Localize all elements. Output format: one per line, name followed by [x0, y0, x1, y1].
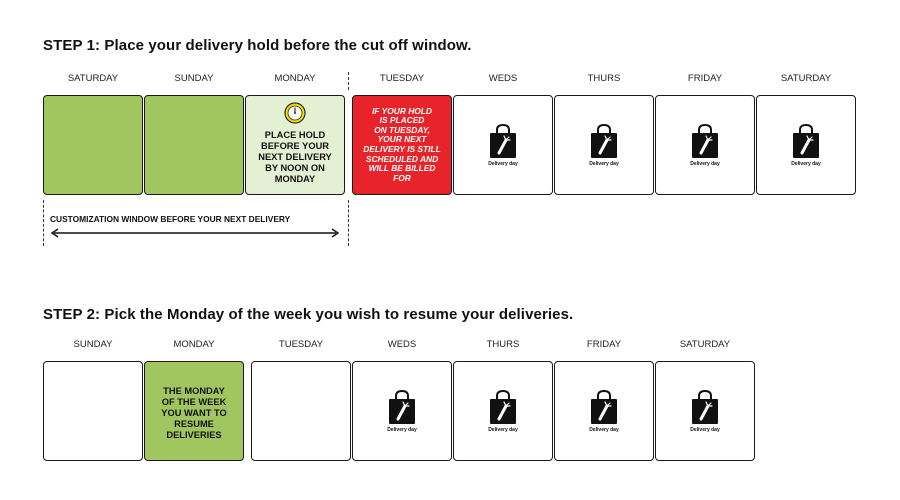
step2-day-friday: FRIDAY — [586, 339, 622, 350]
resume-monday-note: THE MONDAY OF THE WEEK YOU WANT TO RESUM… — [161, 386, 227, 440]
step1-cell-tuesday: IF YOUR HOLD IS PLACED ON TUESDAY, YOUR … — [352, 95, 452, 195]
cutoff-divider-top — [348, 72, 349, 90]
delivery-bag-icon — [793, 123, 819, 158]
clock-icon — [284, 102, 306, 124]
delivery-bag-icon — [692, 389, 718, 424]
step1-cell-saturday-2: Delivery day — [756, 95, 856, 195]
step2-cell-tuesday — [251, 361, 351, 461]
step2-day-thurs: THURS — [486, 339, 520, 350]
delivery-day-label: Delivery day — [791, 161, 821, 167]
step1-cell-monday: PLACE HOLD BEFORE YOUR NEXT DELIVERY BY … — [245, 95, 345, 195]
step2-cell-monday: THE MONDAY OF THE WEEK YOU WANT TO RESUM… — [144, 361, 244, 461]
delivery-bag-icon — [490, 389, 516, 424]
delivery-bag-icon — [692, 123, 718, 158]
delivery-day-label: Delivery day — [690, 161, 720, 167]
step2-cell-sunday — [43, 361, 143, 461]
step1-day-sunday: SUNDAY — [174, 73, 214, 84]
step1-cell-sunday — [144, 95, 244, 195]
step1-day-friday: FRIDAY — [687, 73, 723, 84]
step2-cell-weds: Delivery day — [352, 361, 452, 461]
monday-hold-note: PLACE HOLD BEFORE YOUR NEXT DELIVERY BY … — [258, 130, 332, 184]
step2-cell-saturday: Delivery day — [655, 361, 755, 461]
step1-day-thurs: THURS — [587, 73, 621, 84]
step1-day-saturday: SATURDAY — [67, 73, 119, 84]
step1-day-tuesday: TUESDAY — [379, 73, 425, 84]
step2-title: STEP 2: Pick the Monday of the week you … — [43, 306, 574, 323]
step1-day-weds: WEDS — [488, 73, 518, 84]
step1-cell-weds: Delivery day — [453, 95, 553, 195]
step2-day-sunday: SUNDAY — [73, 339, 113, 350]
delivery-day-label: Delivery day — [387, 427, 417, 433]
step1-title: STEP 1: Place your delivery hold before … — [43, 37, 472, 54]
step2-day-monday: MONDAY — [173, 339, 215, 350]
delivery-day-label: Delivery day — [690, 427, 720, 433]
delivery-day-label: Delivery day — [589, 161, 619, 167]
step2-cell-friday: Delivery day — [554, 361, 654, 461]
customization-window-label: CUSTOMIZATION WINDOW BEFORE YOUR NEXT DE… — [50, 214, 291, 224]
step1-cell-friday: Delivery day — [655, 95, 755, 195]
window-bracket-right — [348, 200, 349, 246]
delivery-day-label: Delivery day — [589, 427, 619, 433]
step1-cell-saturday — [43, 95, 143, 195]
step2-day-tuesday: TUESDAY — [278, 339, 324, 350]
delivery-day-label: Delivery day — [488, 161, 518, 167]
delivery-bag-icon — [591, 389, 617, 424]
window-range-arrow — [50, 228, 340, 238]
delivery-bag-icon — [490, 123, 516, 158]
step2-day-saturday: SATURDAY — [679, 339, 731, 350]
delivery-day-label: Delivery day — [488, 427, 518, 433]
delivery-bag-icon — [389, 389, 415, 424]
tuesday-warning-note: IF YOUR HOLD IS PLACED ON TUESDAY, YOUR … — [363, 105, 441, 183]
step2-day-weds: WEDS — [387, 339, 417, 350]
step1-cell-thurs: Delivery day — [554, 95, 654, 195]
step1-day-monday: MONDAY — [274, 73, 316, 84]
window-bracket-left — [43, 200, 44, 246]
step1-day-saturday-2: SATURDAY — [780, 73, 832, 84]
step2-cell-thurs: Delivery day — [453, 361, 553, 461]
delivery-bag-icon — [591, 123, 617, 158]
